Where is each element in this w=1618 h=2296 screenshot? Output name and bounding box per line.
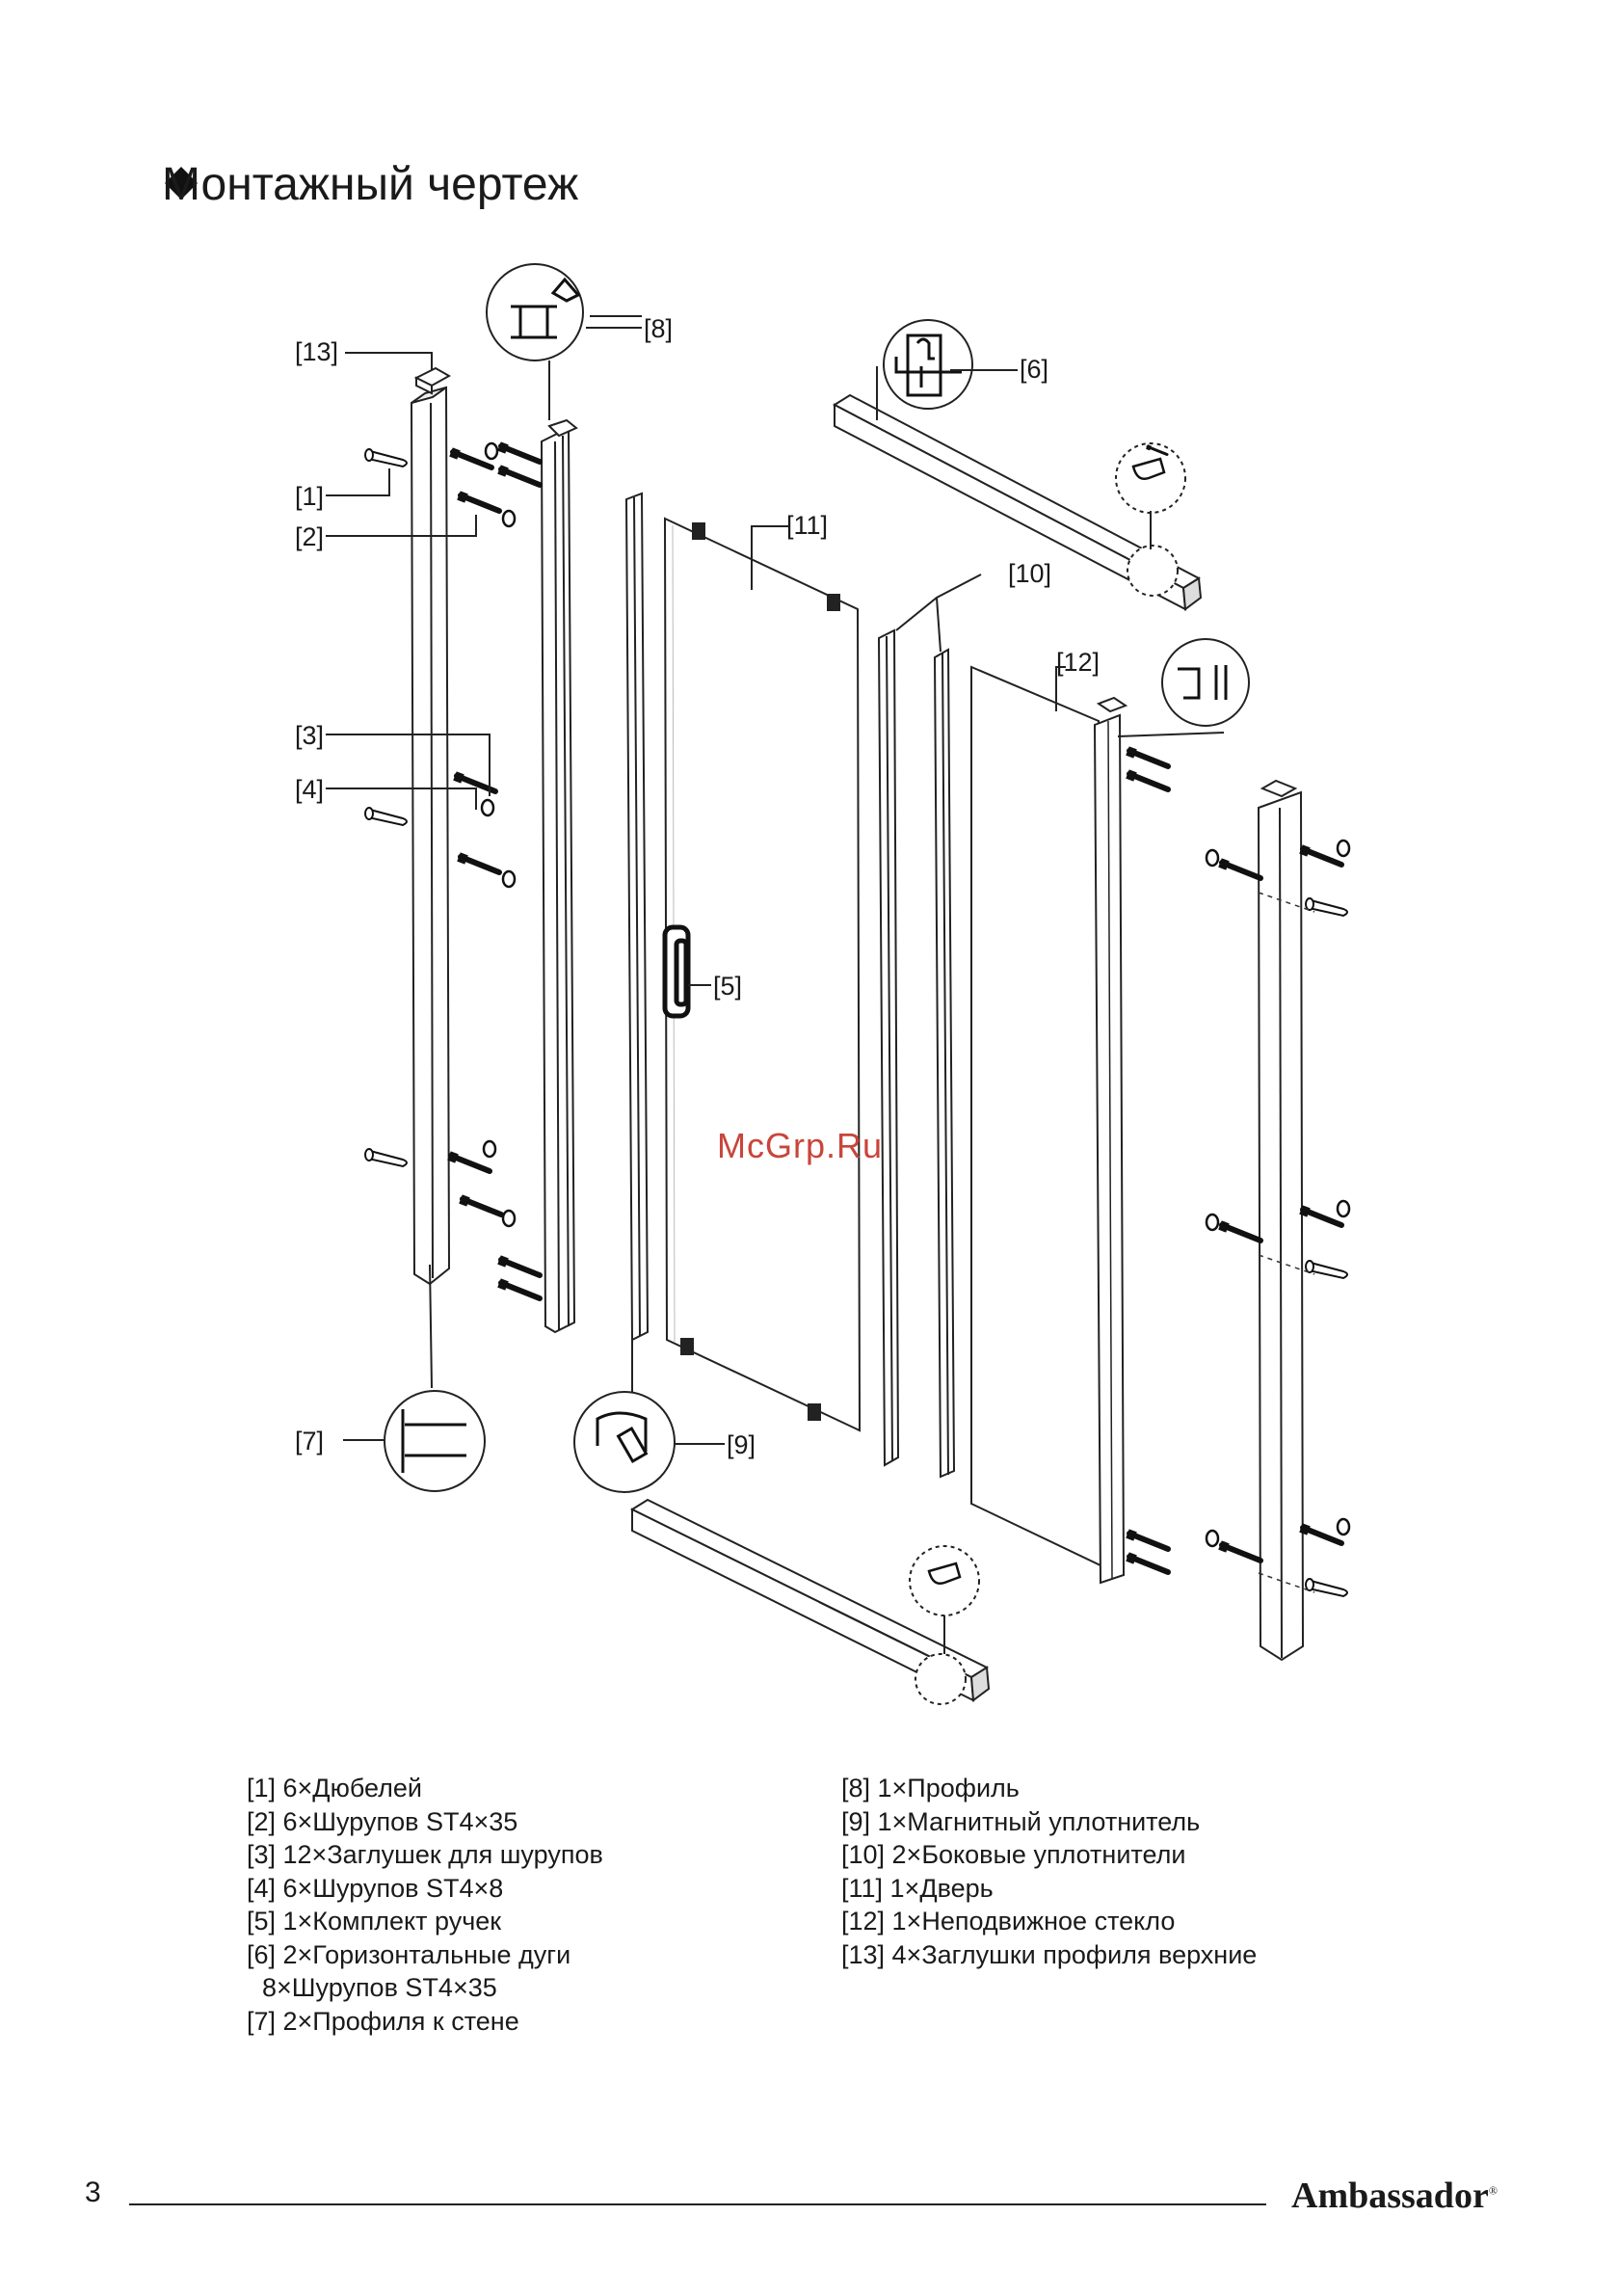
- callout-12: [12]: [1056, 648, 1100, 677]
- alignment-lines: [1258, 892, 1315, 1593]
- callout-7: [7]: [295, 1427, 324, 1455]
- legend-item: [10] 2×Боковые уплотнители: [841, 1840, 1186, 1869]
- callout-9: [9]: [727, 1430, 756, 1459]
- horizontal-rail-bottom: [629, 1498, 991, 1702]
- callout-2: [2]: [295, 522, 324, 551]
- screw-cap-icon: [480, 441, 1351, 1548]
- detail-magnet-9: [596, 1411, 649, 1464]
- detail-rail-6: [906, 334, 942, 397]
- door-11: [663, 517, 862, 1432]
- callout-1: [1]: [295, 482, 324, 511]
- callout-4: [4]: [295, 775, 324, 804]
- footer-divider: [129, 2203, 1266, 2205]
- callout-11: [11]: [786, 511, 828, 540]
- magnetic-seal-9: [624, 492, 650, 1342]
- page-number: 3: [85, 2176, 101, 2208]
- callout-labels: [13] [1] [2] [3] [4] [7] [8] [6] [11] [1…: [295, 314, 1100, 1459]
- detail-wall-profile-7: [401, 1409, 466, 1473]
- callout-13: [13]: [295, 337, 338, 366]
- legend-item: [9] 1×Магнитный уплотнитель: [841, 1806, 1201, 1836]
- legend-item: [5] 1×Комплект ручек: [247, 1907, 502, 1936]
- wall-profile-left: [410, 386, 451, 1286]
- legend-item: [6] 2×Горизонтальные дуги: [247, 1939, 571, 1969]
- legend-item: [11] 1×Дверь: [841, 1873, 994, 1903]
- legend-item: [4] 6×Шурупов ST4×8: [247, 1873, 504, 1903]
- detail-glass-12: [1178, 665, 1228, 700]
- legend-item: [12] 1×Неподвижное стекло: [841, 1907, 1176, 1936]
- horizontal-rail-top: [832, 393, 1203, 611]
- legend-item: [2] 6×Шурупов ST4×35: [247, 1806, 518, 1836]
- watermark: McGrp.Ru: [717, 1126, 884, 1165]
- callout-6: [6]: [1020, 355, 1048, 384]
- legend-item: 8×Шурупов ST4×35: [262, 1973, 497, 2002]
- legend-item: [8] 1×Профиль: [841, 1774, 1020, 1802]
- legend-item: [13] 4×Заглушки профиля верхние: [841, 1939, 1258, 1969]
- page-title: Монтажный чертеж: [162, 159, 579, 210]
- legend-item: [1] 6×Дюбелей: [247, 1774, 422, 1802]
- callout-3: [3]: [295, 721, 324, 750]
- parts-legend-left: [1] 6×Дюбелей [2] 6×Шурупов ST4×35 [3] 1…: [247, 1772, 603, 2038]
- legend-item: [7] 2×Профиля к стене: [247, 2006, 519, 2036]
- registered-mark: ®: [1488, 2183, 1498, 2198]
- leader-lines: [326, 315, 1225, 1654]
- parts-legend-right: [8] 1×Профиль [9] 1×Магнитный уплотнител…: [841, 1772, 1257, 1971]
- fixed-glass-12: [970, 665, 1128, 1585]
- side-seals-10: [877, 628, 956, 1479]
- handle-5: [662, 924, 691, 1019]
- callout-5: [5]: [713, 972, 742, 1001]
- wall-profile-right: [1257, 779, 1305, 1662]
- detail-profile-8: [511, 277, 581, 339]
- bracket-detail: [927, 447, 1167, 1585]
- profile-8: [540, 418, 578, 1334]
- brand-logo: Ambassador®: [1291, 2175, 1498, 2217]
- top-cap-13: [413, 366, 452, 395]
- brand-name: Ambassador: [1291, 2176, 1489, 2216]
- callout-8: [8]: [644, 314, 673, 343]
- callout-10: [10]: [1008, 559, 1051, 588]
- legend-item: [3] 12×Заглушек для шурупов: [247, 1840, 603, 1869]
- detail-seal-10: [894, 357, 962, 374]
